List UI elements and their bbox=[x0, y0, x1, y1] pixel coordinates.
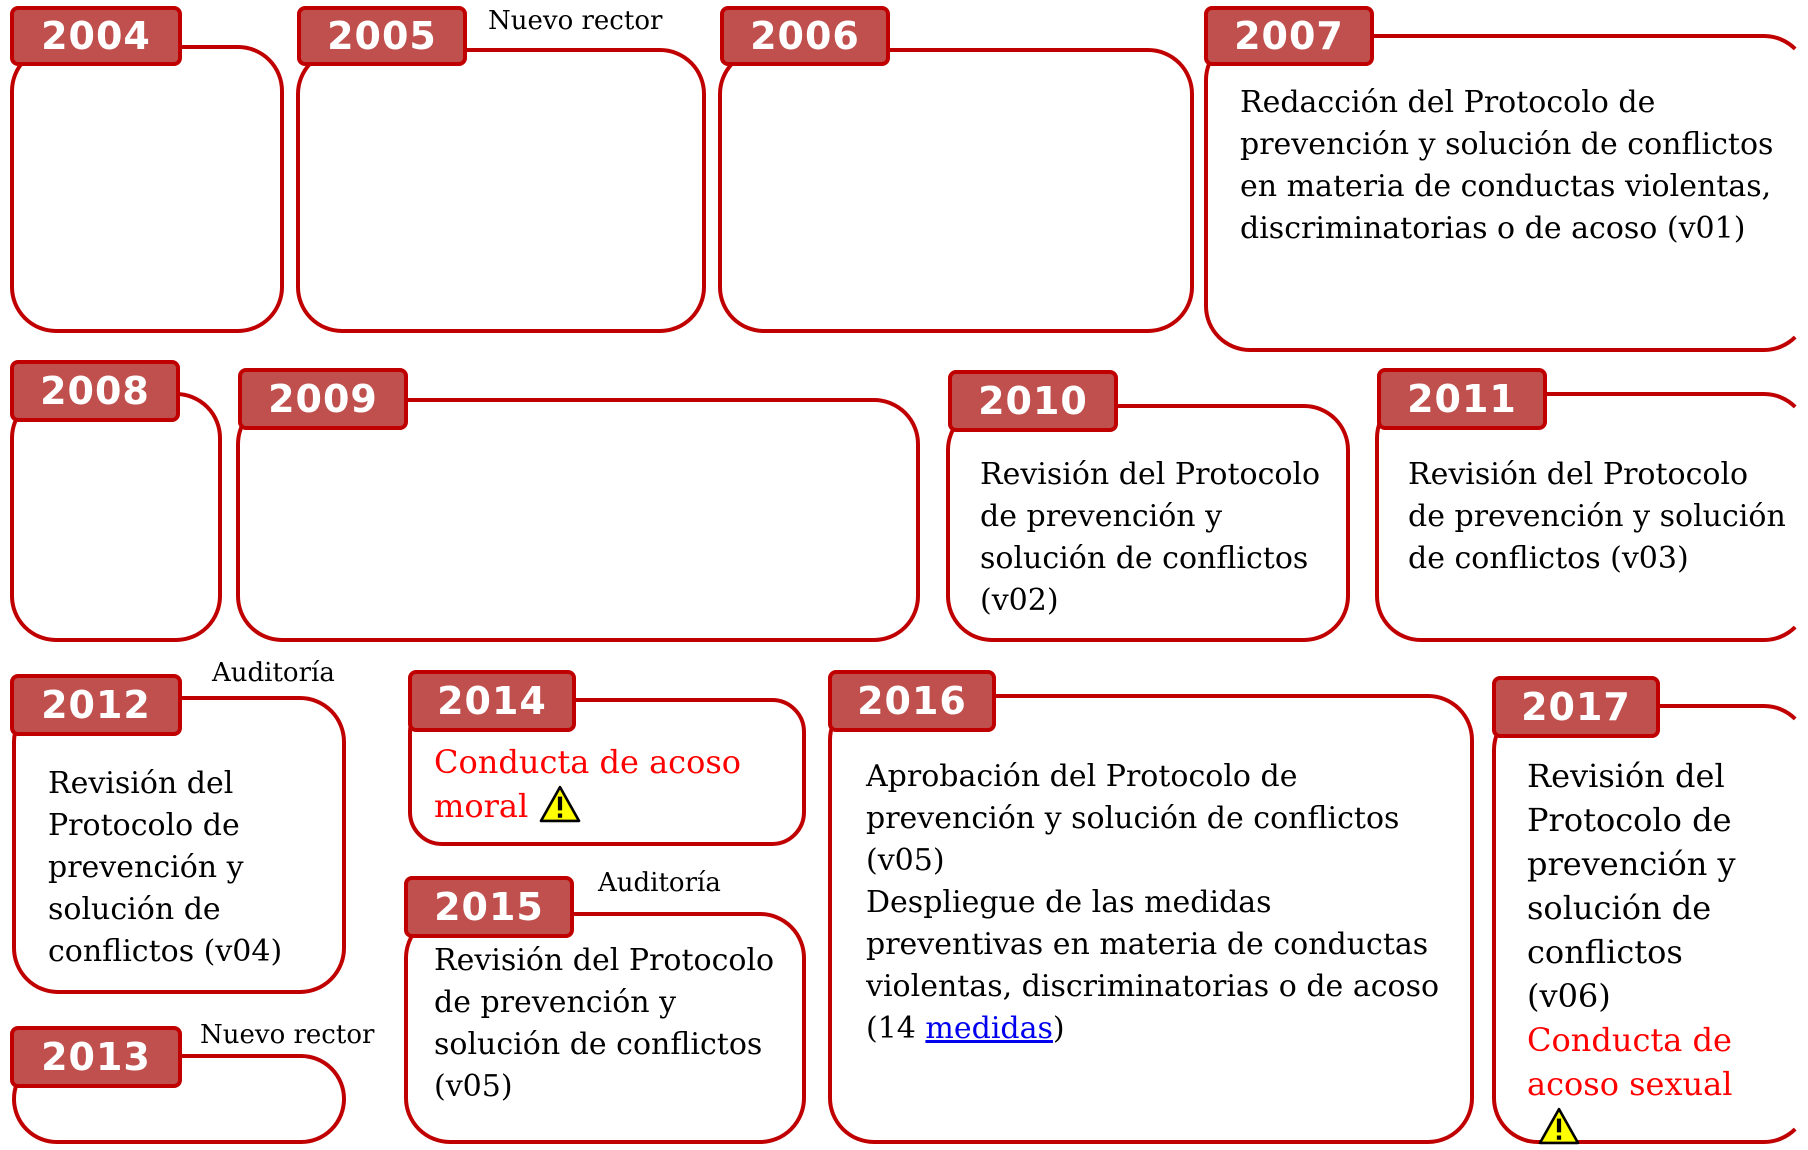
note-2012: Auditoría bbox=[212, 658, 335, 688]
timeline-card-2005 bbox=[296, 48, 706, 333]
alert-text-2017: Conducta de acoso sexual bbox=[1527, 1021, 1733, 1103]
year-tag-2017: 2017 bbox=[1492, 676, 1660, 738]
alert-2014: Conducta de acoso moral bbox=[434, 740, 794, 828]
description-2017-revision: Revisión del Protocolo de prevención y s… bbox=[1527, 757, 1736, 1015]
warning-triangle-icon bbox=[538, 785, 582, 823]
timeline-card-2011 bbox=[1375, 392, 1808, 642]
medidas-link[interactable]: medidas bbox=[925, 1011, 1053, 1046]
timeline-card-2006 bbox=[718, 48, 1194, 333]
note-2013: Nuevo rector bbox=[200, 1020, 375, 1050]
description-2011: Revisión del Protocolo de prevención y s… bbox=[1408, 457, 1786, 576]
description-2016-deployment: Despliegue de las medidas preventivas en… bbox=[866, 882, 1456, 1050]
year-tag-2004: 2004 bbox=[10, 6, 182, 66]
year-tag-2012: 2012 bbox=[10, 674, 182, 736]
description-2007: Redacción del Protocolo de prevención y … bbox=[1240, 85, 1774, 246]
year-tag-2014: 2014 bbox=[408, 670, 576, 732]
year-tag-2005: 2005 bbox=[297, 6, 467, 66]
timeline-card-2015 bbox=[404, 912, 806, 1144]
year-tag-2009: 2009 bbox=[238, 368, 408, 430]
description-2012: Revisión del Protocolo de prevención y s… bbox=[48, 766, 283, 969]
year-tag-2013: 2013 bbox=[10, 1026, 182, 1088]
timeline-card-2008 bbox=[10, 392, 222, 642]
alert-text-2014: Conducta de acoso moral bbox=[434, 743, 742, 825]
note-2005: Nuevo rector bbox=[488, 6, 663, 36]
year-tag-2016: 2016 bbox=[828, 670, 996, 732]
description-2016-approval: Aprobación del Protocolo de prevención y… bbox=[866, 759, 1400, 878]
timeline-card-2009 bbox=[236, 398, 920, 642]
timeline-card-2010 bbox=[946, 404, 1350, 642]
deployment-text: Despliegue de las medidas preventivas en… bbox=[866, 885, 1440, 1046]
description-2017: Revisión del Protocolo de prevención y s… bbox=[1527, 754, 1767, 1150]
warning-triangle-icon bbox=[1537, 1107, 1581, 1145]
description-2010: Revisión del Protocolo de prevención y s… bbox=[980, 457, 1321, 618]
timeline-card-2007 bbox=[1204, 34, 1808, 352]
note-2015: Auditoría bbox=[598, 868, 721, 898]
year-tag-2008: 2008 bbox=[10, 360, 180, 422]
deployment-text-suffix: ) bbox=[1052, 1011, 1065, 1046]
description-2016: Aprobación del Protocolo de prevención y… bbox=[866, 756, 1456, 1050]
year-tag-2010: 2010 bbox=[948, 370, 1118, 432]
year-tag-2007: 2007 bbox=[1204, 6, 1374, 66]
timeline-card-2004 bbox=[10, 45, 284, 333]
year-tag-2006: 2006 bbox=[720, 6, 890, 66]
alert-2017: Conducta de acoso sexual bbox=[1527, 1018, 1767, 1150]
year-tag-2011: 2011 bbox=[1377, 368, 1547, 430]
timeline-card-2012 bbox=[12, 696, 346, 994]
description-2015: Revisión del Protocolo de prevención y s… bbox=[434, 943, 775, 1104]
year-tag-2015: 2015 bbox=[404, 876, 574, 938]
